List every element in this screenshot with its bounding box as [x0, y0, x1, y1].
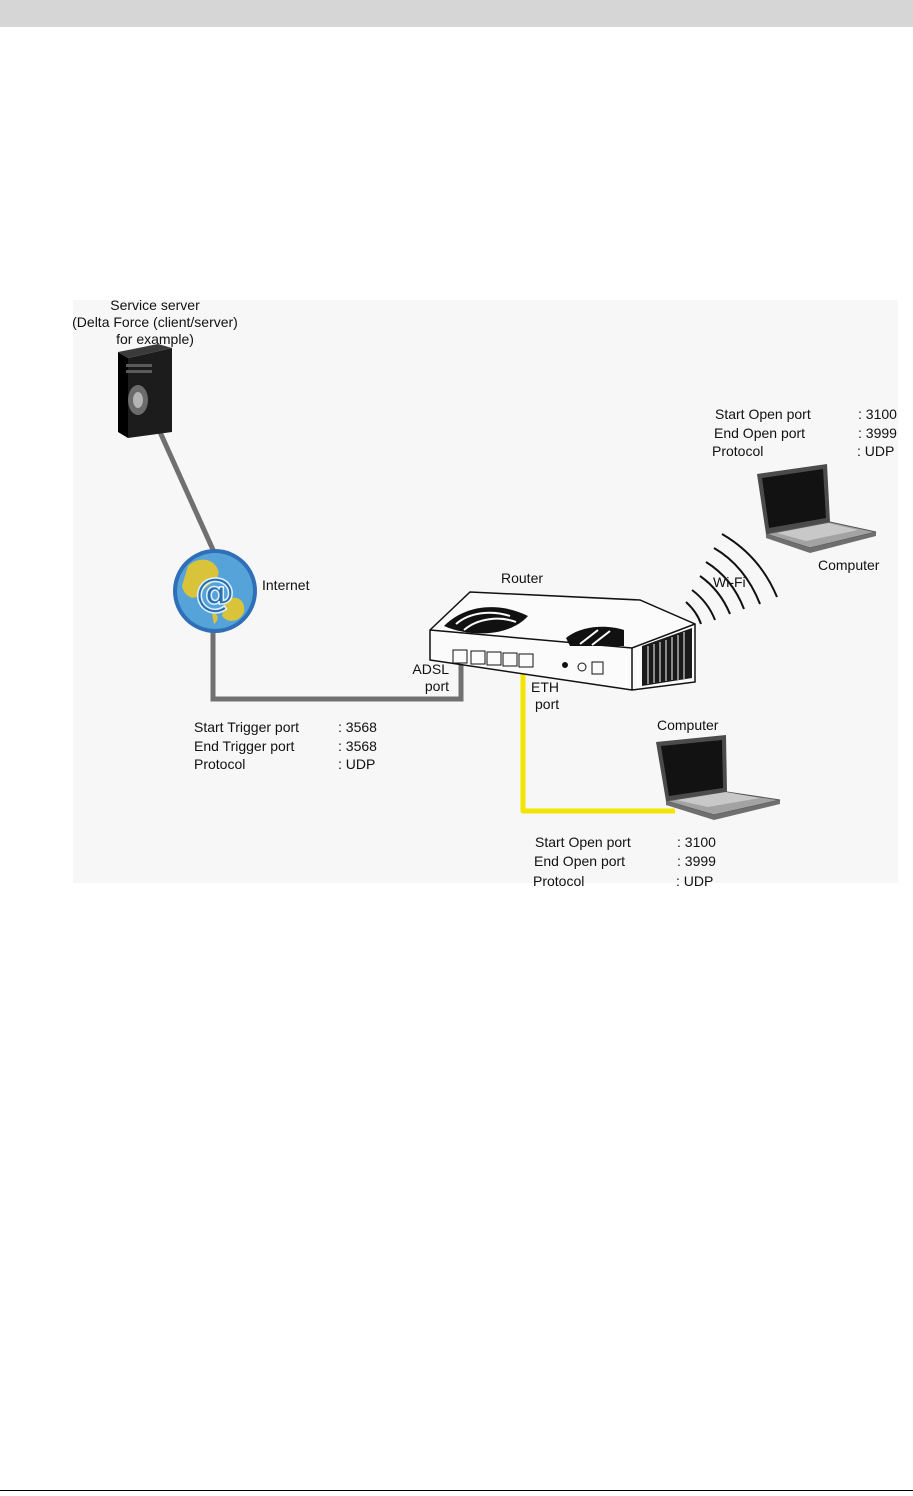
setting-key: End Open port — [714, 424, 806, 441]
setting-value: : 3999 — [858, 424, 897, 441]
svg-text:@: @ — [195, 570, 235, 616]
setting-value: : UDP — [676, 873, 714, 889]
server-label-line: for example) — [116, 331, 194, 347]
adsl-port-label-line: ADSL — [412, 661, 449, 677]
server-label: Service server (Delta Force (client/serv… — [60, 297, 250, 348]
laptop-icon — [656, 735, 781, 820]
router-label: Router — [501, 570, 544, 586]
wifi-waves-icon — [685, 533, 778, 625]
setting-key: Start Open port — [715, 406, 811, 422]
setting-value: : 3568 — [338, 719, 377, 735]
setting-value: : 3100 — [858, 406, 897, 422]
setting-key: Protocol — [533, 873, 585, 889]
setting-key: Protocol — [194, 756, 246, 772]
internet-label: Internet — [262, 577, 310, 593]
internet-cables — [157, 429, 464, 702]
wifi-label: Wi-Fi — [713, 574, 746, 590]
setting-value: : 3100 — [677, 834, 716, 850]
laptop-icon — [757, 464, 877, 553]
router-to-computer-cable — [520, 662, 675, 814]
setting-value: : UDP — [338, 756, 376, 772]
setting-key: Protocol — [712, 443, 764, 459]
server-label-line: (Delta Force (client/server) — [72, 314, 238, 330]
wireless-computer-label: Computer — [818, 557, 880, 573]
eth-port-label: ETH port — [531, 679, 559, 713]
router-icon — [429, 591, 696, 691]
setting-key: End Open port — [534, 852, 626, 869]
setting-value: : 3999 — [677, 852, 716, 869]
internet-to-router-cable — [210, 629, 464, 702]
server-to-internet-cable — [157, 429, 217, 555]
setting-key: End Trigger port — [194, 737, 295, 754]
eth-port-label-line: ETH — [531, 679, 559, 695]
footer-rule — [0, 1490, 913, 1491]
setting-key: Start Trigger port — [194, 719, 300, 735]
adsl-port-label: ADSL port — [405, 661, 449, 695]
server-label-line: Service server — [110, 297, 200, 313]
setting-value: : 3568 — [338, 737, 377, 754]
globe-at-icon: @ — [173, 549, 257, 633]
page-header-bar — [0, 0, 913, 27]
setting-value: : UDP — [857, 443, 895, 459]
adsl-port-label-line: port — [424, 678, 449, 694]
wired-computer-label: Computer — [657, 717, 719, 733]
setting-key: Start Open port — [535, 834, 631, 850]
tower-server-icon — [118, 344, 172, 438]
eth-port-label-line: port — [535, 696, 560, 712]
